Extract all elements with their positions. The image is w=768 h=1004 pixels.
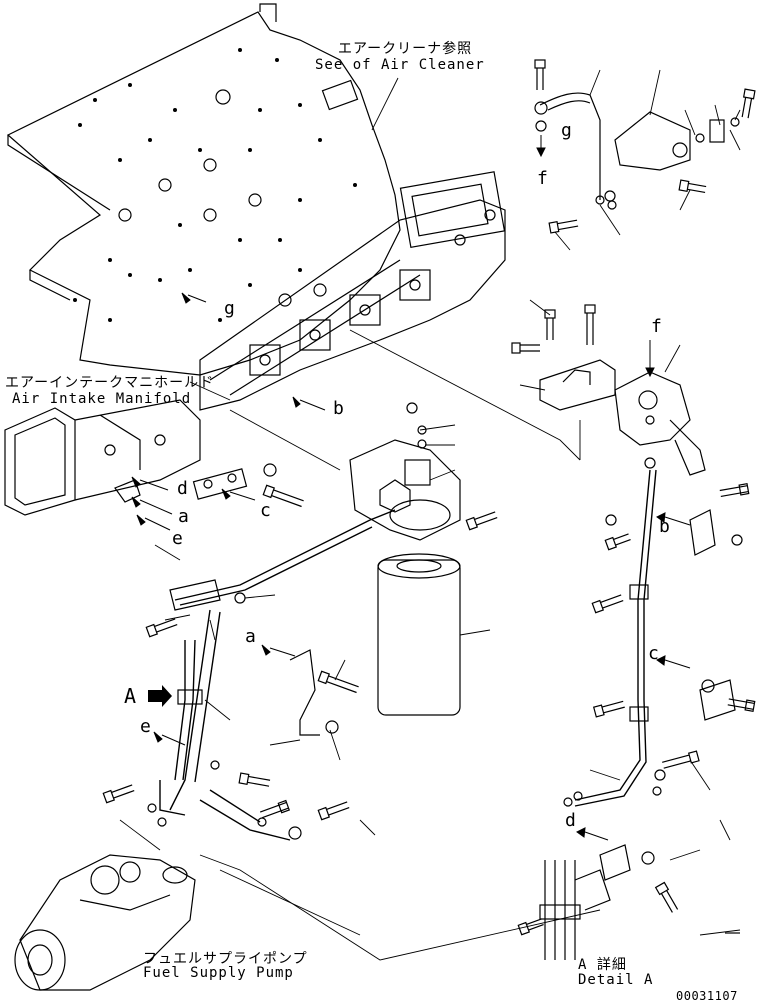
ref-letter-b-mid: b [333, 398, 344, 419]
top-plate [6, 3, 401, 376]
plate-nuts [118, 158, 327, 307]
arrow-c-mid [221, 488, 256, 501]
arrow-a-left [131, 496, 173, 515]
detail-marker-A: A [124, 684, 137, 708]
direction-arrows [131, 135, 691, 841]
arrow-d-left [131, 476, 169, 491]
ref-letter-e-left: e [172, 528, 183, 549]
air-cleaner-label-jp: エアークリーナ参照 [338, 41, 473, 57]
reference-lines [119, 329, 601, 961]
fuel-filter [349, 439, 461, 716]
arrow-A-marker [148, 685, 172, 707]
detail-a [539, 860, 611, 960]
plate-bolts [73, 48, 357, 322]
bolts [102, 59, 756, 936]
leader-lines [154, 69, 741, 936]
arrow-b-mid [292, 396, 326, 411]
intake-label-jp: エアーインテークマニホールド [5, 375, 215, 391]
ref-letter-d-right: d [565, 810, 576, 831]
pump-label-jp: フュエルサプライポンプ [143, 951, 308, 967]
ref-letter-c-right: c [648, 643, 659, 664]
ref-letter-a-bracket: a [245, 626, 256, 647]
arrow-g-mid [181, 292, 207, 304]
pump-label-en: Fuel Supply Pump [143, 965, 294, 981]
arrow-f-mid [645, 340, 655, 378]
fuel-supply-pump [14, 854, 196, 991]
arrow-b-right [656, 512, 691, 526]
ref-letter-g-mid: g [224, 298, 235, 319]
clamps [114, 468, 736, 881]
ref-letter-f-mid: f [651, 316, 662, 337]
ref-letter-f-top: f [537, 168, 548, 189]
arrow-e-pipe [153, 731, 186, 746]
ref-letter-g-top: g [561, 120, 572, 141]
detail-label-en: Detail A [578, 972, 654, 988]
arrow-d-right [576, 827, 609, 841]
ref-letter-b-right: b [659, 516, 670, 537]
detail-label-jp: A 詳細 [578, 957, 627, 973]
air-cleaner-label-en: See of Air Cleaner [315, 57, 485, 73]
arrow-a-bracket [261, 644, 296, 657]
ref-letter-c-mid: c [260, 500, 271, 521]
ref-letter-d-left: d [177, 478, 188, 499]
washers [147, 101, 743, 865]
ref-letter-a-left: a [178, 506, 189, 527]
drawing-number: 00031107 [676, 989, 738, 1003]
intake-label-en: Air Intake Manifold [12, 391, 192, 407]
arrow-e-left [136, 514, 171, 531]
arrow-f-top [536, 135, 546, 158]
fuel-pipes [159, 469, 657, 841]
ref-letter-e-pipe: e [140, 716, 151, 737]
intake-manifold [4, 171, 506, 516]
arrow-c-right [656, 655, 691, 669]
feed-pump [539, 359, 706, 476]
top-right-bracket [539, 92, 725, 210]
manifold-ports [249, 209, 496, 376]
